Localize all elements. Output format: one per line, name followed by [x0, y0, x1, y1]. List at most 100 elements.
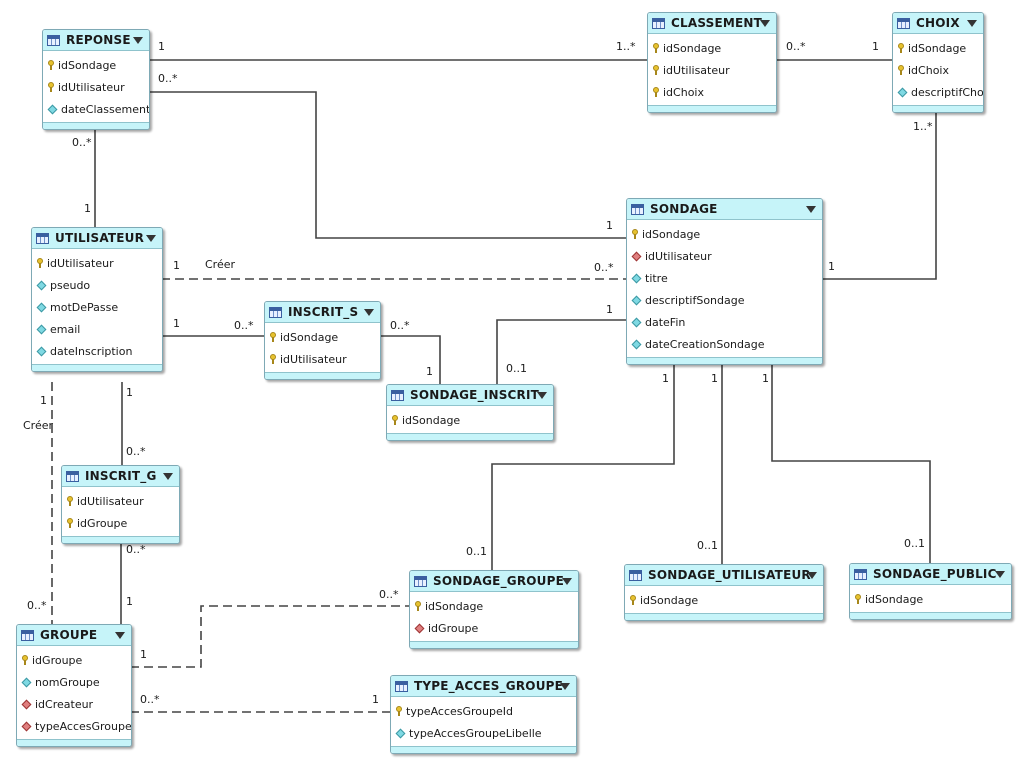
attribute-name: idUtilisateur	[58, 80, 125, 94]
attribute-row[interactable]: typeAccesGroupeLibelle	[391, 722, 576, 744]
entity-header[interactable]: CLASSEMENT	[648, 13, 776, 34]
attribute-row[interactable]: idSondage	[648, 37, 776, 59]
entity-inscrit-g[interactable]: INSCRIT_G idUtilisateur idGroupe	[61, 465, 180, 544]
table-icon	[631, 203, 644, 215]
entity-header[interactable]: SONDAGE	[627, 199, 822, 220]
attribute-row[interactable]: dateCreationSondage	[627, 333, 822, 355]
attribute-row[interactable]: dateInscription	[32, 340, 162, 362]
entity-sondage-inscrit[interactable]: SONDAGE_INSCRIT idSondage	[386, 384, 554, 441]
attribute-name: idChoix	[663, 85, 704, 99]
table-icon	[21, 629, 34, 641]
chevron-down-icon[interactable]	[995, 571, 1005, 578]
attribute-row[interactable]: idSondage	[265, 326, 380, 348]
attribute-row[interactable]: idGroupe	[410, 617, 578, 639]
entity-choix[interactable]: CHOIXidSondageidChoixdescriptifChoix	[892, 12, 984, 113]
attribute-row[interactable]: idUtilisateur	[32, 252, 162, 274]
chevron-down-icon[interactable]	[967, 20, 977, 27]
attribute-row[interactable]: email	[32, 318, 162, 340]
entity-sondage-utilisateur[interactable]: SONDAGE_UTILISATEUR idSondage	[624, 564, 824, 621]
entity-header[interactable]: CHOIX	[893, 13, 983, 34]
entity-title: SONDAGE	[650, 202, 718, 216]
cardinality-label: 0..*	[390, 319, 410, 332]
attribute-row[interactable]: titre	[627, 267, 822, 289]
chevron-down-icon[interactable]	[364, 309, 374, 316]
attribute-row[interactable]: idSondage	[387, 409, 553, 431]
entity-header[interactable]: INSCRIT_G	[62, 466, 179, 487]
attribute-row[interactable]: idSondage	[893, 37, 983, 59]
attribute-row[interactable]: dateClassement	[43, 98, 149, 120]
attribute-name: dateClassement	[61, 102, 150, 116]
attribute-row[interactable]: descriptifChoix	[893, 81, 983, 103]
primary-key-icon	[898, 65, 904, 75]
attribute-row[interactable]: pseudo	[32, 274, 162, 296]
chevron-down-icon[interactable]	[146, 235, 156, 242]
column-icon	[36, 346, 47, 356]
attribute-name: idCreateur	[35, 697, 94, 711]
attribute-row[interactable]: idUtilisateur	[43, 76, 149, 98]
cardinality-label: 1	[126, 386, 133, 399]
chevron-down-icon[interactable]	[537, 392, 547, 399]
relationship-label: Créer	[205, 258, 236, 271]
attribute-row[interactable]: idSondage	[410, 595, 578, 617]
attribute-row[interactable]: typeAccesGroupeId	[391, 700, 576, 722]
attribute-row[interactable]: idUtilisateur	[265, 348, 380, 370]
entity-header[interactable]: SONDAGE_GROUPE	[410, 571, 578, 592]
chevron-down-icon[interactable]	[807, 572, 817, 579]
foreign-key-icon	[414, 623, 425, 633]
attribute-row[interactable]: idUtilisateur	[62, 490, 179, 512]
attribute-row[interactable]: idSondage	[850, 588, 1011, 610]
attribute-row[interactable]: dateFin	[627, 311, 822, 333]
chevron-down-icon[interactable]	[163, 473, 173, 480]
chevron-down-icon[interactable]	[115, 632, 125, 639]
attribute-row[interactable]: descriptifSondage	[627, 289, 822, 311]
entity-header[interactable]: SONDAGE_INSCRIT	[387, 385, 553, 406]
cardinality-label: 0..1	[466, 545, 487, 558]
entity-header[interactable]: SONDAGE_PUBLIC	[850, 564, 1011, 585]
entity-title: SONDAGE_PUBLIC	[873, 567, 997, 581]
attribute-row[interactable]: idSondage	[43, 54, 149, 76]
entity-header[interactable]: INSCRIT_S	[265, 302, 380, 323]
cardinality-label: 0..*	[379, 588, 399, 601]
entity-header[interactable]: GROUPE	[17, 625, 131, 646]
attribute-row[interactable]: nomGroupe	[17, 671, 131, 693]
attribute-row[interactable]: idChoix	[893, 59, 983, 81]
attribute-row[interactable]: idUtilisateur	[627, 245, 822, 267]
attribute-row[interactable]: motDePasse	[32, 296, 162, 318]
entity-reponse[interactable]: REPONSE idSondage idUtilisateur dateClassem…	[42, 29, 150, 130]
chevron-down-icon[interactable]	[760, 20, 770, 27]
attribute-row[interactable]: idChoix	[648, 81, 776, 103]
attribute-row[interactable]: idSondage	[627, 223, 822, 245]
attribute-row[interactable]: idCreateur	[17, 693, 131, 715]
attribute-row[interactable]: idSondage	[625, 589, 823, 611]
attribute-name: dateCreationSondage	[645, 337, 765, 351]
entity-title: REPONSE	[66, 33, 131, 47]
attribute-row[interactable]: typeAccesGroupeId	[17, 715, 131, 737]
cardinality-label: 1	[173, 259, 180, 272]
entity-header[interactable]: SONDAGE_UTILISATEUR	[625, 565, 823, 586]
attribute-list: idSondageidChoixdescriptifChoix	[893, 34, 983, 105]
chevron-down-icon[interactable]	[562, 578, 572, 585]
chevron-down-icon[interactable]	[560, 683, 570, 690]
entity-header[interactable]: REPONSE	[43, 30, 149, 51]
attribute-name: idUtilisateur	[47, 256, 114, 270]
attribute-name: idUtilisateur	[77, 494, 144, 508]
entity-sondage-public[interactable]: SONDAGE_PUBLIC idSondage	[849, 563, 1012, 620]
attribute-row[interactable]: idGroupe	[17, 649, 131, 671]
entity-header[interactable]: TYPE_ACCES_GROUPE	[391, 676, 576, 697]
entity-title: SONDAGE_UTILISATEUR	[648, 568, 811, 582]
chevron-down-icon[interactable]	[806, 206, 816, 213]
chevron-down-icon[interactable]	[133, 37, 143, 44]
entity-header[interactable]: UTILISATEUR	[32, 228, 162, 249]
attribute-row[interactable]: idUtilisateur	[648, 59, 776, 81]
attribute-row[interactable]: idGroupe	[62, 512, 179, 534]
entity-footer	[265, 372, 380, 379]
